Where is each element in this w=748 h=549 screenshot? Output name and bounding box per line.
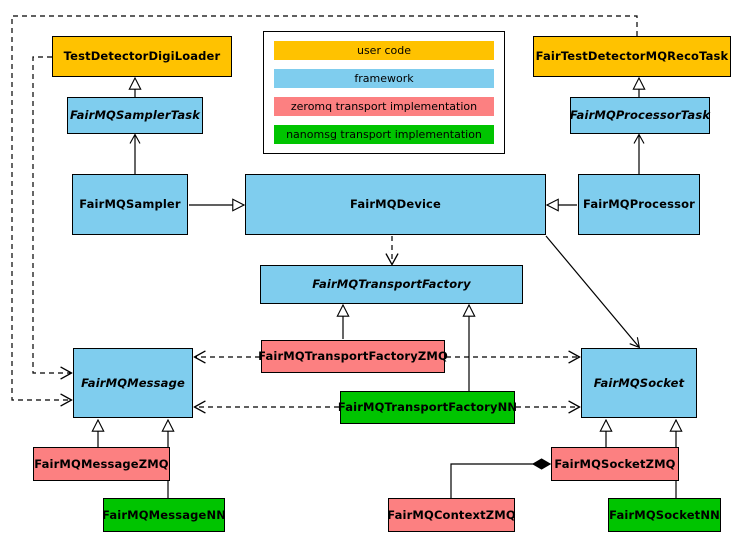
legend-item-nanomsg-transport: nanomsg transport implementation — [274, 125, 494, 144]
class-label: FairMQSamplerTask — [69, 108, 201, 123]
class-box-fair-mq-sampler-task[interactable]: FairMQSamplerTask — [67, 97, 203, 134]
class-label: FairMQProcessorTask — [569, 108, 711, 123]
class-box-fair-mq-message-nn[interactable]: FairMQMessageNN — [102, 498, 226, 532]
class-box-fair-mq-processor[interactable]: FairMQProcessor — [578, 174, 700, 235]
class-box-fair-mq-context-zmq[interactable]: FairMQContextZMQ — [387, 498, 516, 532]
edge-device-to-socket — [545, 235, 639, 347]
class-label: FairMQMessageZMQ — [34, 456, 169, 471]
class-label: FairMQProcessor — [583, 197, 695, 212]
class-label: FairMQTransportFactory — [312, 277, 471, 292]
legend-label: user code — [356, 44, 412, 57]
class-box-fair-mq-message[interactable]: FairMQMessage — [73, 348, 193, 418]
class-label: FairMQDevice — [350, 197, 441, 212]
edge-digiloader-to-message — [32, 56, 71, 373]
legend-item-zeromq-transport: zeromq transport implementation — [274, 97, 494, 116]
class-box-fair-mq-transport-factory-zmq[interactable]: FairMQTransportFactoryZMQ — [258, 340, 448, 373]
class-label: FairMQSocket — [593, 375, 685, 390]
legend-label: framework — [354, 72, 414, 85]
class-label: FairMQSocketZMQ — [554, 456, 676, 471]
class-box-fair-mq-socket[interactable]: FairMQSocket — [581, 348, 697, 418]
class-label: TestDetectorDigiLoader — [63, 49, 221, 64]
edge-socketzmq-composition-contextzmq — [450, 464, 550, 498]
class-box-test-detector-digi-loader[interactable]: TestDetectorDigiLoader — [52, 36, 232, 77]
legend-label: zeromq transport implementation — [290, 100, 478, 113]
class-label: FairMQMessageNN — [102, 507, 226, 522]
class-box-fair-mq-sampler[interactable]: FairMQSampler — [72, 174, 188, 235]
class-label: FairMQTransportFactoryNN — [337, 400, 518, 415]
class-box-fair-mq-transport-factory-nn[interactable]: FairMQTransportFactoryNN — [337, 391, 518, 424]
class-label: FairMQContextZMQ — [387, 507, 516, 522]
class-label: FairMQMessage — [81, 375, 185, 390]
class-label: FairMQSampler — [79, 197, 181, 212]
legend-label: nanomsg transport implementation — [286, 128, 482, 141]
class-box-fair-mq-transport-factory[interactable]: FairMQTransportFactory — [260, 265, 523, 304]
class-box-fair-mq-message-zmq[interactable]: FairMQMessageZMQ — [33, 447, 170, 481]
class-box-fair-mq-device[interactable]: FairMQDevice — [245, 174, 546, 235]
class-box-fair-mq-socket-zmq[interactable]: FairMQSocketZMQ — [551, 447, 679, 481]
class-box-fair-mq-socket-nn[interactable]: FairMQSocketNN — [608, 498, 721, 532]
class-label: FairTestDetectorMQRecoTask — [535, 49, 729, 64]
class-box-fair-test-detector-mq-reco-task[interactable]: FairTestDetectorMQRecoTask — [533, 36, 731, 77]
class-label: FairMQSocketNN — [609, 507, 720, 522]
legend-item-framework: framework — [274, 69, 494, 88]
legend-box: user code framework zeromq transport imp… — [263, 31, 505, 154]
class-box-fair-mq-processor-task[interactable]: FairMQProcessorTask — [570, 97, 710, 134]
legend-item-user-code: user code — [274, 41, 494, 60]
class-label: FairMQTransportFactoryZMQ — [258, 349, 448, 364]
